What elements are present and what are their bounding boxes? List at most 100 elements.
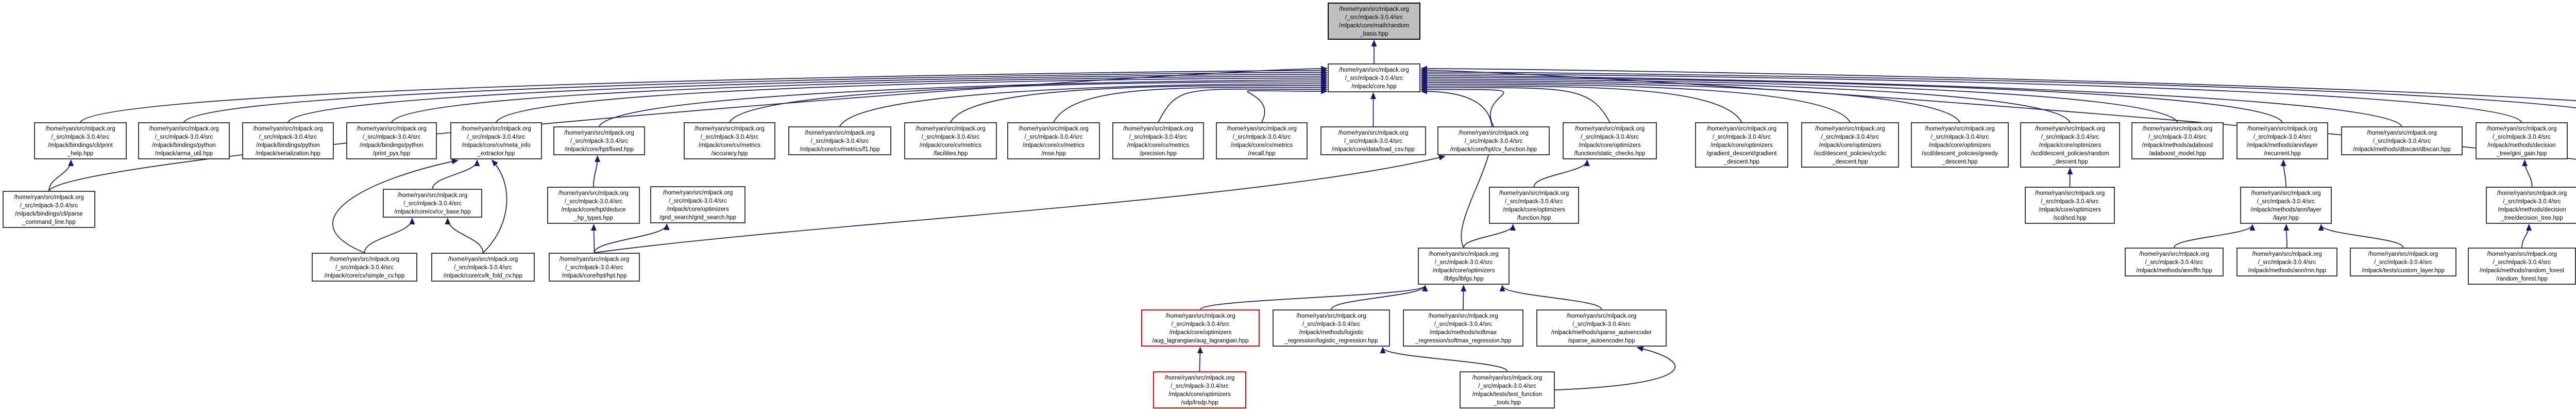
node-label-line: /mlpack/core/hpt/deduce: [561, 207, 626, 213]
node-label-line: /mlpack/methods/logistic: [1299, 330, 1364, 336]
node-label-line: /home/ryan/src/mlpack.org: [1428, 313, 1498, 319]
node-accuracy[interactable]: /home/ryan/src/mlpack.org/_src/mlpack-3.…: [684, 122, 775, 159]
node-label-line: /home/ryan/src/mlpack.org: [149, 126, 219, 132]
node-print-pyx[interactable]: /home/ryan/src/mlpack.org/_src/mlpack-3.…: [346, 122, 437, 159]
node-label-line: /home/ryan/src/mlpack.org: [2368, 251, 2438, 257]
node-label-line: /scd/descent_policies/greedy: [1922, 151, 1998, 157]
node-softmax-regression[interactable]: /home/ryan/src/mlpack.org/_src/mlpack-3.…: [1403, 309, 1523, 347]
node-load-csv[interactable]: /home/ryan/src/mlpack.org/_src/mlpack-3.…: [1320, 126, 1426, 155]
node-label-line: /home/ryan/src/mlpack.org: [1227, 126, 1297, 132]
node-gradient-descent[interactable]: /home/ryan/src/mlpack.org/_src/mlpack-3.…: [1695, 122, 1788, 168]
node-static-checks[interactable]: /home/ryan/src/mlpack.org/_src/mlpack-3.…: [1563, 122, 1657, 159]
node-label-line: /mlpack/bindings/python: [360, 142, 423, 149]
node-label-line: /mlpack/core/optimizers: [1710, 142, 1773, 149]
node-label-line: /home/ryan/src/mlpack.org: [1429, 251, 1499, 257]
node-aug-lagrangian[interactable]: /home/ryan/src/mlpack.org/_src/mlpack-3.…: [1141, 309, 1260, 347]
node-label-line: /home/ryan/src/mlpack.org: [1459, 130, 1529, 136]
node-scd[interactable]: /home/ryan/src/mlpack.org /_src/mlpack-3.…: [2025, 187, 2115, 224]
node-function[interactable]: /home/ryan/src/mlpack.org/_src/mlpack-3.…: [1489, 187, 1579, 224]
node-label-line: /_src/mlpack-3.0.4/src: [570, 138, 629, 144]
node-fixed[interactable]: /home/ryan/src/mlpack.org/_src/mlpack-3.…: [553, 126, 645, 155]
node-random-forest[interactable]: /home/ryan/src/mlpack.org/_src/mlpack-3.…: [2468, 248, 2576, 285]
node-label-line: /sparse_autoencoder.hpp: [1568, 338, 1635, 344]
node-label-line: /_src/mlpack-3.0.4/src: [2041, 134, 2099, 140]
node-label-line: /home/ryan/src/mlpack.org: [2035, 190, 2105, 197]
node-k-fold-cv[interactable]: /home/ryan/src/mlpack.org/_src/mlpack-3.…: [431, 253, 535, 282]
node-label-line: /mlpack/core/optimizers: [667, 206, 729, 212]
node-hpt[interactable]: /home/ryan/src/mlpack.org/_src/mlpack-3.…: [549, 253, 640, 282]
node-label-line: /home/ryan/src/mlpack.org: [694, 126, 765, 132]
node-sparse-autoencoder[interactable]: /home/ryan/src/mlpack.org/_src/mlpack-3.…: [1536, 309, 1667, 347]
node-meta-info-extractor[interactable]: /home/ryan/src/mlpack.org/_src/mlpack-3.…: [450, 122, 542, 159]
node-layer[interactable]: /home/ryan/src/mlpack.org/_src/mlpack-3.…: [2240, 187, 2332, 224]
node-label-line: /_src/mlpack-3.0.4/src: [1581, 134, 1639, 140]
node-label-line: /mlpack/core/cv/metrics: [1127, 142, 1190, 149]
node-label-line: /mlpack/methods/adaboost: [2142, 142, 2213, 149]
node-facilities[interactable]: /home/ryan/src/mlpack.org/_src/mlpack-3.…: [904, 122, 997, 159]
node-dbscan[interactable]: /home/ryan/src/mlpack.org/_src/mlpack-3.…: [2341, 126, 2463, 155]
node-gini-gain[interactable]: /home/ryan/src/mlpack.org/_src/mlpack-3.…: [2476, 122, 2568, 159]
node-grid-search[interactable]: /home/ryan/src/mlpack.org/_src/mlpack-3.…: [650, 186, 745, 223]
node-test-function-tools[interactable]: /home/ryan/src/mlpack.org/_src/mlpack-3.…: [1460, 371, 1555, 408]
node-adaboost-model[interactable]: /home/ryan/src/mlpack.org/_src/mlpack-3.…: [2131, 122, 2224, 159]
node-arma-util[interactable]: /home/ryan/src/mlpack.org /_src/mlpack-3.…: [138, 122, 230, 159]
node-label-line: /mlpack/core/cv/metrics: [698, 142, 761, 149]
node-parse-command-line[interactable]: /home/ryan/src/mlpack.org/_src/mlpack-3.…: [3, 191, 95, 228]
node-decision-tree[interactable]: /home/ryan/src/mlpack.org/_src/mlpack-3.…: [2486, 187, 2576, 224]
node-label-line: /mlpack/methods/dbscan/dbscan.hpp: [2353, 146, 2451, 153]
node-label-line: /home/ryan/src/mlpack.org: [1296, 313, 1366, 319]
node-print-help[interactable]: /home/ryan/src/mlpack.org/_src/mlpack-3.…: [34, 122, 127, 159]
node-logistic-regression[interactable]: /home/ryan/src/mlpack.org /_src/mlpack-3.…: [1273, 309, 1390, 347]
node-label-line: /lbfgs/lbfgs.hpp: [1444, 276, 1484, 282]
node-label-line: /_src/mlpack-3.0.4/src: [1302, 321, 1361, 328]
node-lrsdp[interactable]: /home/ryan/src/mlpack.org/_src/mlpack-3.…: [1153, 371, 1246, 408]
node-custom-layer[interactable]: /home/ryan/src/mlpack.org/_src/mlpack-3.…: [2350, 248, 2456, 276]
node-rnn[interactable]: /home/ryan/src/mlpack.org/_src/mlpack-3.…: [2236, 248, 2337, 276]
node-label-line: /grid_search/grid_search.hpp: [659, 215, 736, 221]
node-label-line: /home/ryan/src/mlpack.org: [45, 126, 115, 132]
node-label-line: _descent.hpp: [1832, 159, 1868, 165]
node-label-line: /mlpack/core/cv/meta_info: [462, 142, 531, 149]
node-label-line: /_src/mlpack-3.0.4/src: [1344, 138, 1402, 144]
node-py-serialization[interactable]: /home/ryan/src/mlpack.org/_src/mlpack-3.…: [242, 122, 334, 159]
node-label-line: /home/ryan/src/mlpack.org: [558, 190, 629, 197]
node-label-line: /aug_lagrangian/aug_lagrangian.hpp: [1152, 338, 1249, 344]
node-label-line: /_src/mlpack-3.0.4/src: [1930, 134, 1989, 140]
node-label-line: /mlpack/methods/ann/layer: [2250, 207, 2321, 213]
node-cyclic-descent[interactable]: /home/ryan/src/mlpack.org/_src/mlpack-3.…: [1801, 122, 1899, 168]
node-label-line: /home/ryan/src/mlpack.org: [329, 256, 400, 263]
node-label-line: /random_forest.hpp: [2496, 276, 2548, 282]
node-label-line: /home/ryan/src/mlpack.org: [1019, 126, 1089, 132]
node-lbfgs[interactable]: /home/ryan/src/mlpack.org/_src/mlpack-3.…: [1418, 248, 1510, 285]
node-deduce-hp-types[interactable]: /home/ryan/src/mlpack.org/_src/mlpack-3.…: [547, 187, 640, 224]
node-f1[interactable]: /home/ryan/src/mlpack.org/_src/mlpack-3.…: [788, 126, 891, 155]
node-label-line: /home/ryan/src/mlpack.org: [397, 192, 468, 199]
node-random-descent[interactable]: /home/ryan/src/mlpack.org/_src/mlpack-3.…: [2020, 122, 2120, 168]
node-label-line: /function.hpp: [1517, 215, 1551, 221]
node-ffn[interactable]: /home/ryan/src/mlpack.org/_src/mlpack-3.…: [2125, 248, 2224, 276]
node-label-line: _descent.hpp: [1723, 159, 1760, 165]
node-label-line: /_src/mlpack-3.0.4/src: [2041, 199, 2099, 205]
node-label-line: /_src/mlpack-3.0.4/src: [362, 134, 421, 140]
node-recall[interactable]: /home/ryan/src/mlpack.org/_src/mlpack-3.…: [1216, 122, 1308, 159]
node-label-line: /_src/mlpack-3.0.4/src: [155, 134, 213, 140]
node-label-line: /adaboost_model.hpp: [2149, 151, 2206, 157]
node-core[interactable]: /home/ryan/src/mlpack.org/_src/mlpack-3.…: [1328, 63, 1420, 92]
node-simple-cv[interactable]: /home/ryan/src/mlpack.org/_src/mlpack-3.…: [312, 253, 417, 282]
node-label-line: /mlpack/core/hpt/cv_function.hpp: [1450, 146, 1537, 153]
node-greedy-descent[interactable]: /home/ryan/src/mlpack.org/_src/mlpack-3.…: [1911, 122, 2009, 168]
node-label-line: /mlpack/core/cv/metrics/f1.hpp: [800, 146, 880, 153]
node-label-line: _extractor.hpp: [477, 151, 515, 157]
node-label-line: /mlpack/core/optimizers: [2039, 207, 2101, 213]
node-label-line: /mlpack/methods/decision: [2487, 142, 2556, 149]
node-precision[interactable]: /home/ryan/src/mlpack.org/_src/mlpack-3.…: [1112, 122, 1204, 159]
node-label-line: /home/ryan/src/mlpack.org: [2252, 251, 2322, 257]
node-mse[interactable]: /home/ryan/src/mlpack.org/_src/mlpack-3.…: [1007, 122, 1100, 159]
node-label-line: /_src/mlpack-3.0.4/src: [20, 203, 78, 209]
node-cv-function[interactable]: /home/ryan/src/mlpack.org/_src/mlpack-3.…: [1437, 126, 1550, 155]
node-cv-base[interactable]: /home/ryan/src/mlpack.org/_src/mlpack-3.…: [383, 189, 482, 218]
node-label-line: /home/ryan/src/mlpack.org: [1339, 67, 1409, 73]
node-recurrent[interactable]: /home/ryan/src/mlpack.org/_src/mlpack-3.…: [2236, 122, 2328, 159]
node-label-line: /home/ryan/src/mlpack.org: [1123, 126, 1193, 132]
